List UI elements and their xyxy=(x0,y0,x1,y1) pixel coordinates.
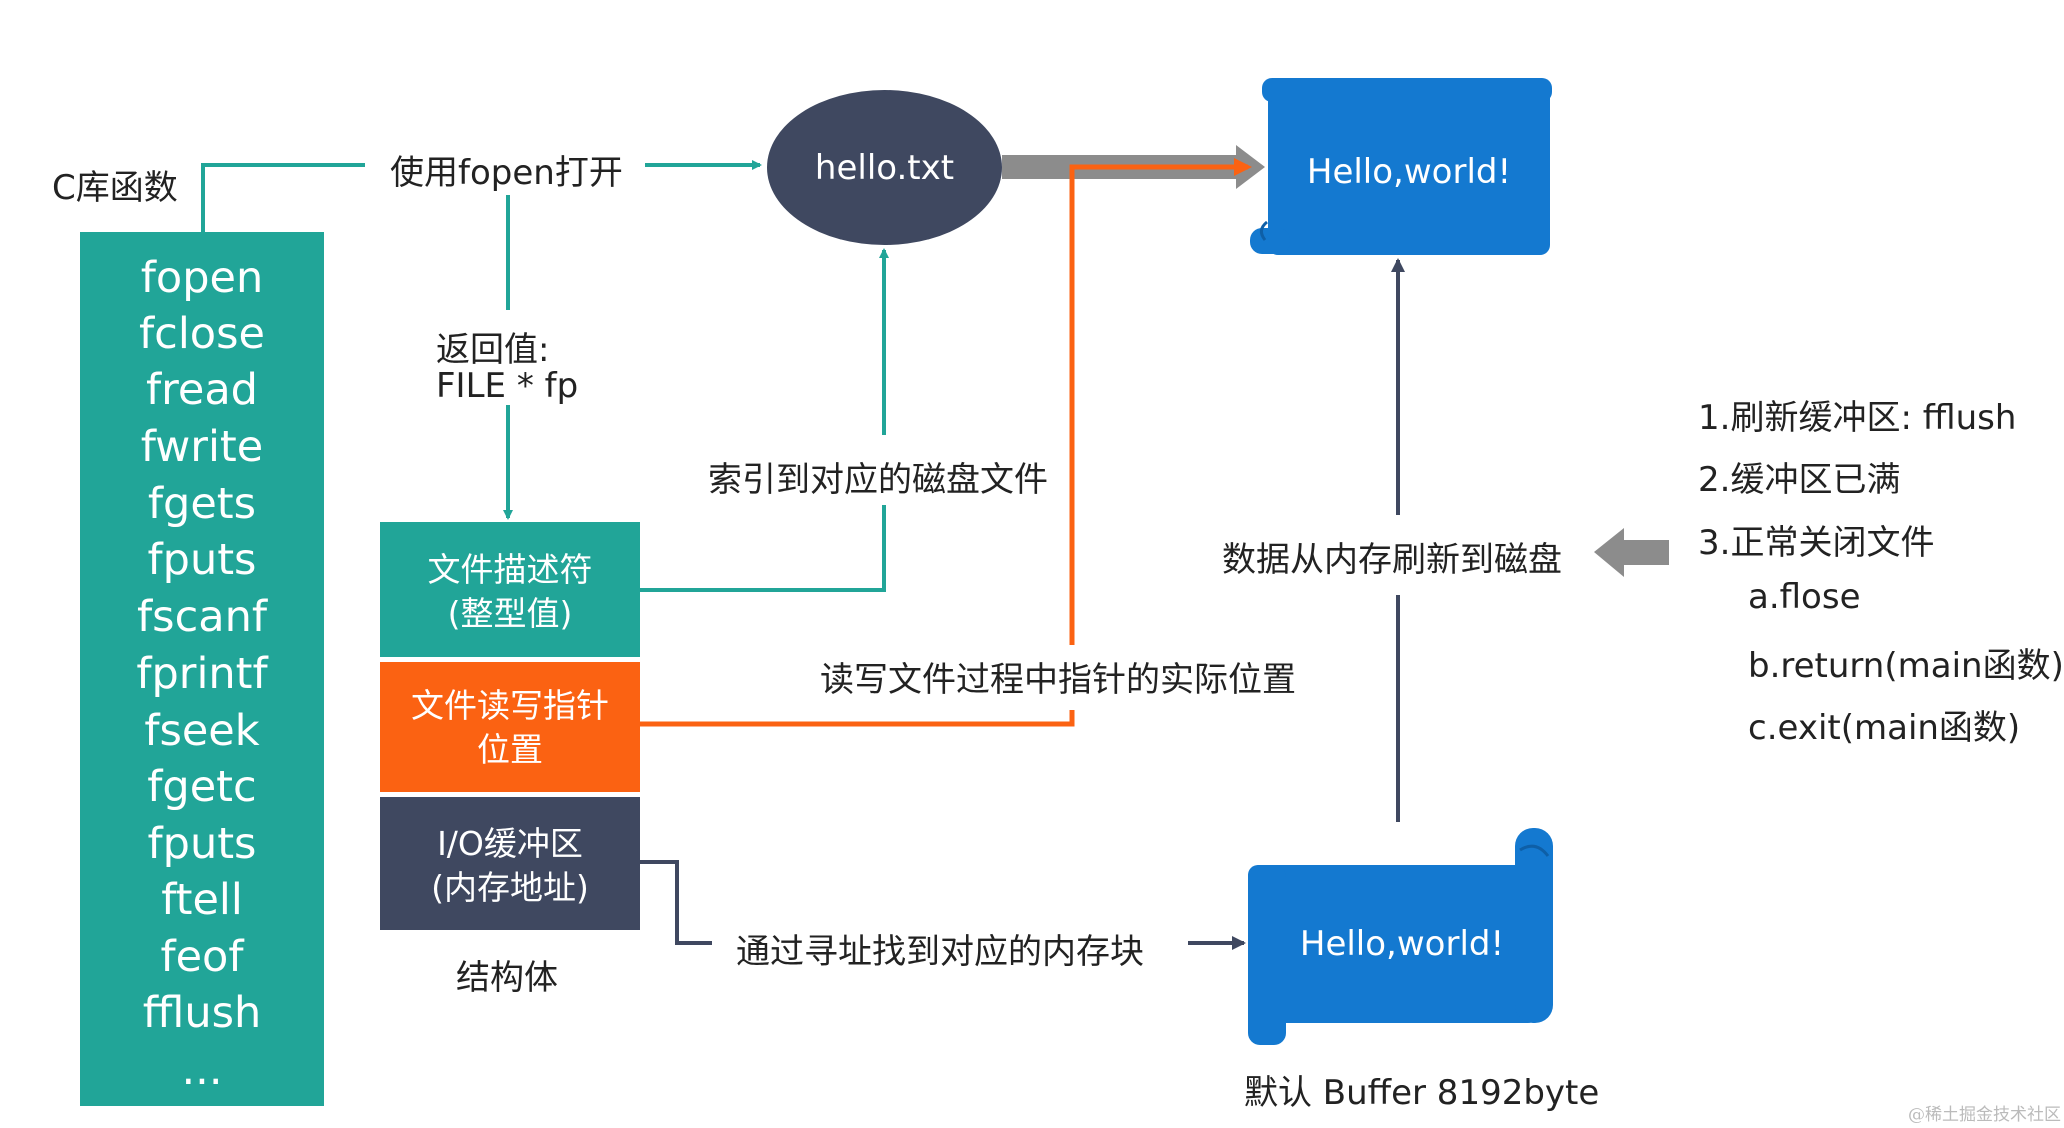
conditions-arrow-head xyxy=(1594,528,1624,577)
flush-label: 数据从内存刷新到磁盘 xyxy=(1222,540,1562,580)
clib-title: C库函数 xyxy=(52,168,178,208)
buffer-caption: 默认 Buffer 8192byte xyxy=(1244,1073,1600,1113)
pointer-title: 文件读写指针 xyxy=(411,686,609,725)
pointer-line-upper xyxy=(1069,158,1252,645)
pointer-line xyxy=(640,710,1075,727)
function-item: ftell xyxy=(161,875,243,925)
return-type-label: FILE * fp xyxy=(436,366,579,406)
clib-connector xyxy=(201,163,365,232)
function-item: fwrite xyxy=(140,422,264,472)
function-item: fscanf xyxy=(137,592,267,642)
conditions-arrow-shaft xyxy=(1624,540,1669,565)
disk-buffer-text: Hello,world! xyxy=(1306,152,1512,192)
descriptor-box: 文件描述符 (整型值) xyxy=(380,522,640,657)
function-list: fopen fclose fread fwrite fgets fputs fs… xyxy=(80,232,324,1106)
function-item: fflush xyxy=(142,988,262,1038)
function-item: ... xyxy=(181,1045,223,1095)
pointer-label: 读写文件过程中指针的实际位置 xyxy=(820,660,1296,700)
watermark: @稀土掘金技术社区 xyxy=(1908,1105,2061,1125)
flush-condition: 3.正常关闭文件 xyxy=(1698,523,1935,563)
disk-buffer-scroll xyxy=(1250,78,1552,255)
return-label: 返回值: xyxy=(436,330,550,370)
address-label: 通过寻址找到对应的内存块 xyxy=(736,932,1144,972)
io-address-line xyxy=(640,860,712,945)
function-item: fprintf xyxy=(136,649,268,699)
close-method: b.return(main函数) xyxy=(1748,646,2064,686)
close-method: a.flose xyxy=(1748,577,1861,617)
function-item: fgets xyxy=(147,479,257,529)
flush-condition: 1.刷新缓冲区: fflush xyxy=(1698,398,2017,438)
io-buffer-subtitle: (内存地址) xyxy=(431,868,589,907)
pointer-subtitle: 位置 xyxy=(477,730,543,769)
function-item: fclose xyxy=(139,309,265,359)
memory-buffer-scroll xyxy=(1248,828,1553,1045)
file-node: hello.txt xyxy=(767,90,1002,245)
descriptor-title: 文件描述符 xyxy=(427,550,593,589)
file-node-label: hello.txt xyxy=(814,147,955,188)
function-item: fseek xyxy=(144,706,260,756)
function-item: fputs xyxy=(147,819,257,869)
io-buffer-title: I/O缓冲区 xyxy=(437,824,583,863)
descriptor-subtitle: (整型值) xyxy=(447,594,573,633)
memory-buffer-text: Hello,world! xyxy=(1299,924,1505,964)
function-item: feof xyxy=(160,932,244,982)
function-item: fopen xyxy=(140,253,264,303)
index-label: 索引到对应的磁盘文件 xyxy=(708,460,1048,500)
io-buffer-box: I/O缓冲区 (内存地址) xyxy=(380,797,640,930)
function-item: fgetc xyxy=(147,762,257,812)
pointer-box: 文件读写指针 位置 xyxy=(380,662,640,792)
struct-label: 结构体 xyxy=(456,958,558,998)
close-method: c.exit(main函数) xyxy=(1748,708,2021,748)
function-item: fread xyxy=(146,365,258,415)
fopen-label: 使用fopen打开 xyxy=(390,153,623,193)
flush-condition: 2.缓冲区已满 xyxy=(1698,460,1901,500)
function-item: fputs xyxy=(147,535,257,585)
index-line-lower xyxy=(640,505,886,592)
